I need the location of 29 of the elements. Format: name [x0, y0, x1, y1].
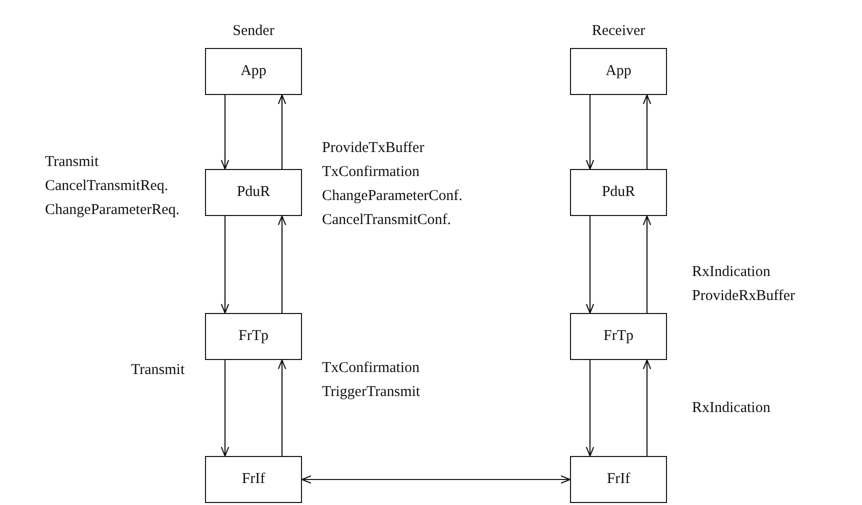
module-name: FrIf: [606, 471, 630, 488]
module-name: FrTp: [604, 328, 634, 345]
module-name: App: [606, 63, 632, 80]
arrow: [642, 94, 652, 169]
arrow: [278, 359, 286, 456]
module-name: PduR: [602, 184, 636, 201]
module-box: [570, 169, 667, 216]
module-name: PduR: [236, 184, 270, 201]
module-box: [570, 456, 667, 503]
arrow: [220, 95, 230, 170]
module-box: [205, 456, 302, 503]
arrow: [301, 475, 571, 484]
module-name: App: [240, 63, 266, 80]
column-heading: Sender: [232, 23, 276, 40]
module-box: [205, 313, 302, 360]
arrow: [586, 360, 594, 457]
arrow: [642, 359, 652, 456]
arrow: [278, 215, 286, 313]
module-name: FrTp: [238, 328, 268, 345]
arrow: [278, 94, 286, 169]
module-name: FrIf: [242, 471, 266, 488]
module-box: [570, 313, 667, 360]
arrow: [220, 360, 230, 457]
arrow: [642, 215, 652, 313]
arrow: [586, 216, 594, 314]
column-heading: Receiver: [590, 23, 646, 40]
arrow: [586, 95, 594, 170]
arrow: [220, 216, 230, 314]
module-box: [205, 169, 302, 216]
